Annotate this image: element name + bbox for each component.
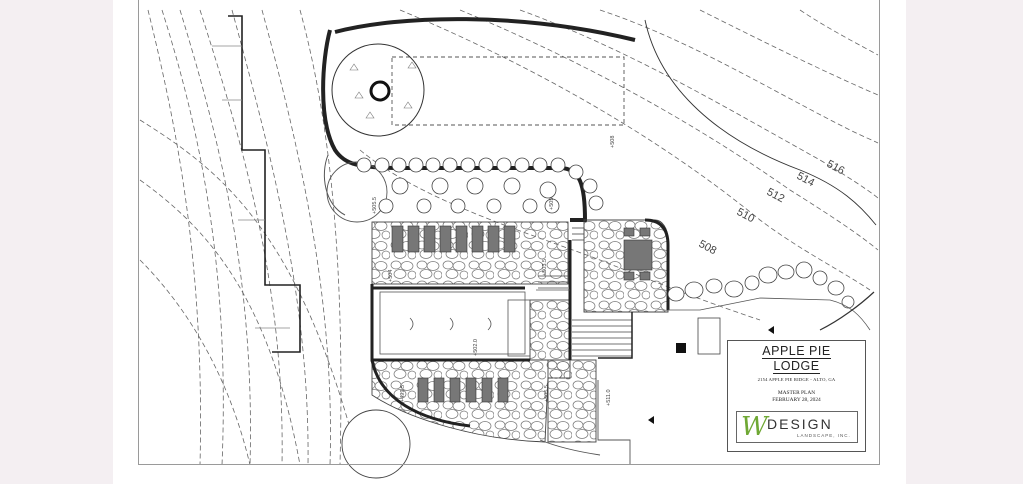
drawing-border (138, 0, 880, 465)
ridge-line (644, 19, 877, 226)
logo-mark: W (741, 412, 768, 442)
water-feature (370, 218, 670, 428)
fire-pit-patio (331, 43, 425, 137)
elevation-label: +508 (610, 136, 616, 148)
project-address: 2154 APPLE PIE RIDGE - ALTO, GA (757, 377, 836, 382)
equipment-pad (697, 317, 721, 355)
logo-wordmark: DESIGN (767, 416, 833, 432)
elevation-label: +511.0 (606, 389, 612, 406)
lawn-area (391, 56, 625, 126)
elevation-label: +505.5 (544, 385, 550, 402)
title-block: APPLE PIE LODGE 2154 APPLE PIE RIDGE - A… (727, 340, 866, 452)
logo-subtitle: LANDSCAPE, INC. (797, 433, 851, 438)
upper-wall (334, 17, 636, 42)
boulder-path (667, 261, 855, 309)
elevation-labels: +508 +505.5 +503.5 +505 +504 +502.0 +505… (372, 136, 616, 406)
property-line (228, 15, 301, 353)
utility-box (676, 343, 686, 353)
elevation-label: +505 (549, 198, 555, 210)
garden-wall (321, 29, 588, 222)
contour-lines (139, 9, 879, 466)
elevation-label: +502.0 (473, 339, 479, 356)
elevation-label: +504 (388, 270, 394, 282)
plan-info: MASTER PLAN FEBRUARY 28, 2024 (728, 390, 865, 404)
project-name: APPLE PIE LODGE (728, 344, 865, 374)
shrub-row (356, 157, 604, 214)
elevation-label: +499.5 (400, 385, 406, 402)
project-name-line1: APPLE PIE (762, 344, 831, 359)
dining-tables (391, 225, 653, 403)
elevation-label: +503.5 (542, 259, 548, 276)
tree-canopy (341, 409, 411, 479)
fire-pit (369, 80, 391, 102)
plan-title: MASTER PLAN (777, 390, 816, 396)
plan-date: FEBRUARY 28, 2024 (772, 397, 821, 403)
elevation-label: +505.5 (372, 197, 378, 214)
company-logo: W DESIGN LANDSCAPE, INC. (736, 411, 858, 443)
project-name-line2: LODGE (773, 359, 820, 374)
steps (538, 227, 632, 357)
